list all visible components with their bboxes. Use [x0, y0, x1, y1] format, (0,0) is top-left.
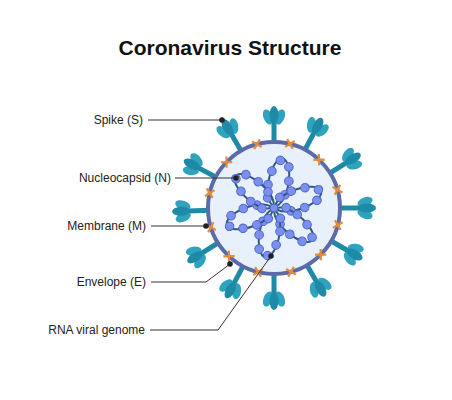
part-label: Envelope (E) [77, 274, 146, 290]
envelope-protein [313, 154, 324, 165]
leader-line [151, 226, 206, 227]
envelope-protein [285, 139, 295, 149]
leader-dot [219, 117, 225, 123]
envelope-protein [286, 267, 296, 277]
envelope-protein [315, 249, 326, 260]
envelope-protein [252, 139, 262, 149]
leader-dot [227, 261, 233, 267]
part-label: Spike (S) [94, 112, 143, 128]
nucleocapsid-genome [220, 154, 328, 262]
spike-protein [338, 195, 376, 221]
envelope-protein [332, 185, 342, 195]
spike-protein [172, 197, 211, 225]
envelope-proteins [205, 139, 343, 277]
spike-proteins [172, 106, 376, 310]
leader-lines [148, 120, 271, 330]
nucleocapsid-protein [270, 204, 278, 212]
leader-dot [268, 253, 274, 259]
envelope-protein [205, 188, 215, 198]
envelope-protein [223, 251, 234, 262]
leader-dots [203, 117, 274, 267]
leader-line [151, 264, 230, 282]
envelope-protein [221, 156, 232, 167]
rna-loop [225, 163, 282, 217]
leader-line [148, 120, 222, 121]
part-label: Nucleocapsid (N) [79, 170, 171, 186]
leader-dot [203, 223, 209, 229]
envelope-protein [333, 220, 343, 230]
spike-protein [261, 106, 287, 144]
leader-line [150, 256, 271, 330]
spike-protein [261, 272, 287, 310]
part-label: RNA viral genome [48, 322, 145, 338]
leader-dot [233, 175, 239, 181]
leader-line [175, 178, 236, 179]
part-label: Membrane (M) [67, 218, 146, 234]
diagram-title: Coronavirus Structure [4, 35, 452, 61]
virus-membrane [208, 142, 340, 274]
